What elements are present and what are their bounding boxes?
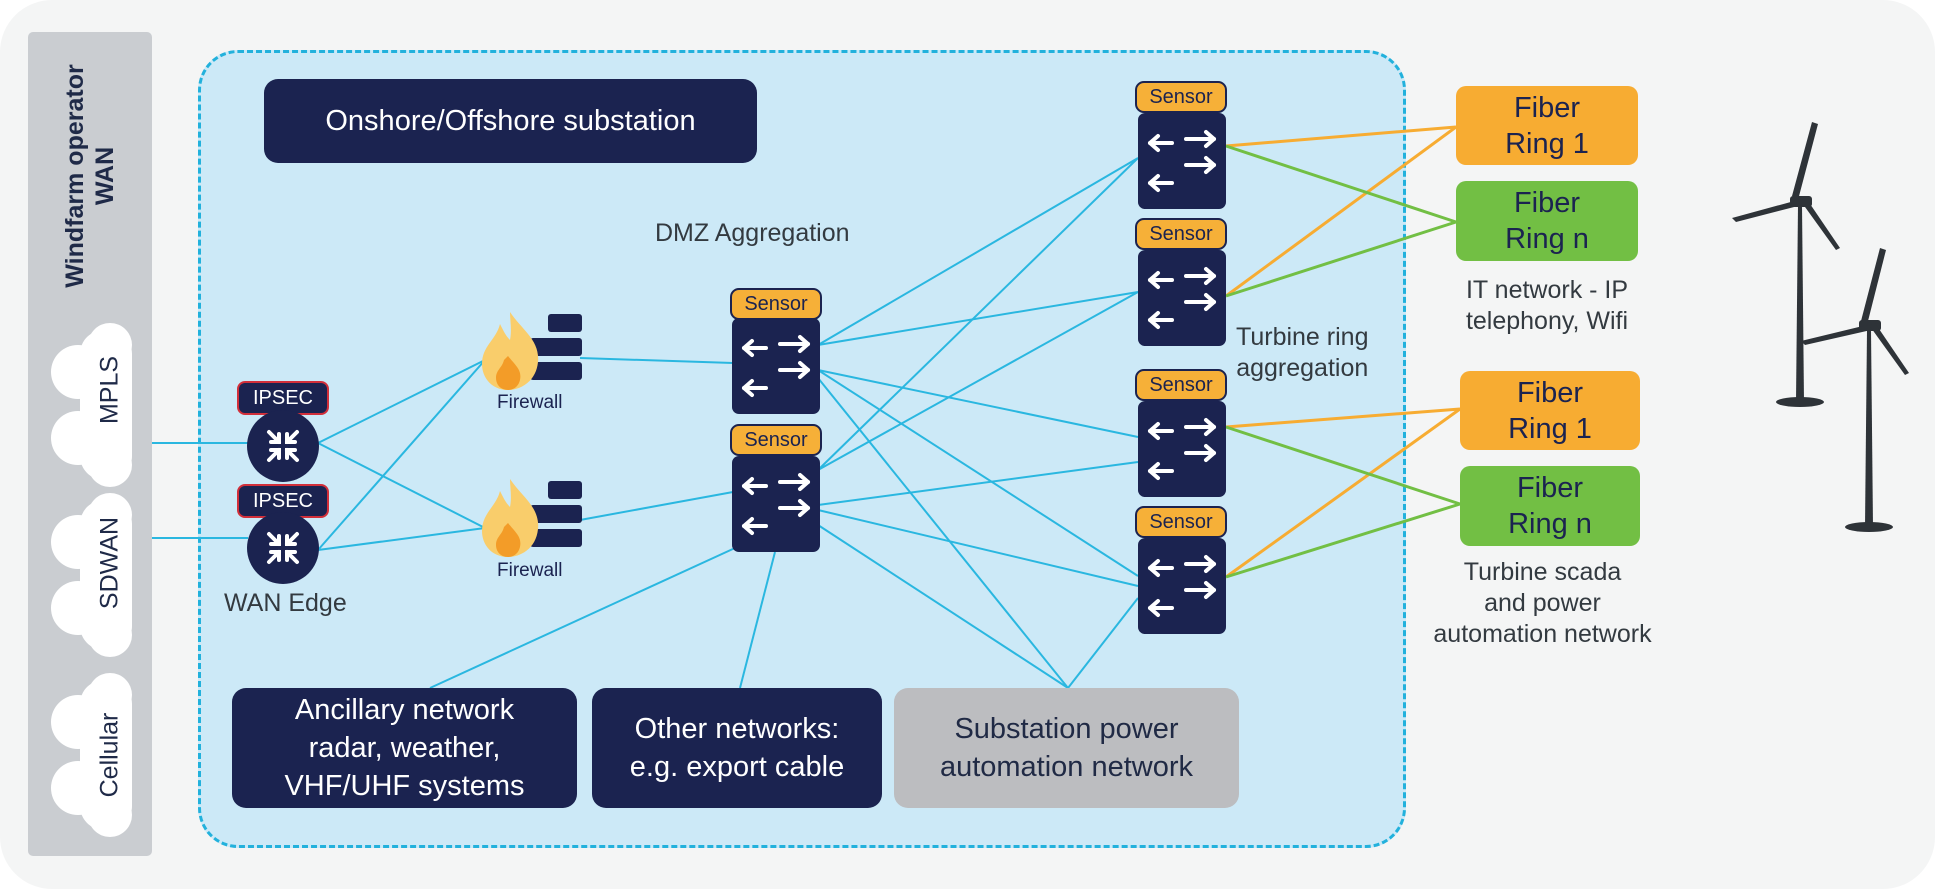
turbine-ring-aggregation-label: Turbine ring aggregation: [1236, 323, 1369, 382]
fiber-ring-1-scada: Fiber Ring 1: [1460, 371, 1640, 450]
switch-icon: [1138, 538, 1226, 634]
cloud-icon-mpls: [51, 323, 132, 487]
firewall-icon: [480, 310, 584, 392]
fiber-ring-n-scada: Fiber Ring n: [1460, 466, 1640, 546]
switch-icon: [732, 318, 820, 414]
firewall-label: Firewall: [497, 560, 563, 581]
fiber-ring-1-it: Fiber Ring 1: [1456, 86, 1638, 165]
switch-icon: [1138, 113, 1226, 209]
sensor-badge: Sensor: [1135, 506, 1227, 538]
fiber-ring-n-it: Fiber Ring n: [1456, 181, 1638, 261]
cloud-icon-sdwan: [51, 493, 132, 657]
scada-caption: Turbine scada and power automation netwo…: [1433, 558, 1652, 648]
substation-power-automation-box: Substation power automation network: [894, 688, 1239, 808]
switch-icon: [732, 456, 820, 552]
router-icon: [247, 410, 319, 482]
substation-title: Onshore/Offshore substation: [264, 79, 757, 163]
sensor-badge: Sensor: [730, 424, 822, 456]
sensor-badge: Sensor: [1135, 369, 1227, 401]
wan-edge-label: WAN Edge: [224, 589, 347, 617]
sensor-badge: Sensor: [1135, 218, 1227, 250]
ancillary-network-box: Ancillary network radar, weather, VHF/UH…: [232, 688, 577, 808]
other-networks-box: Other networks: e.g. export cable: [592, 688, 882, 808]
switch-icon: [1138, 401, 1226, 497]
dmz-aggregation-label: DMZ Aggregation: [655, 219, 850, 247]
it-network-caption: IT network - IP telephony, Wifi: [1465, 276, 1629, 335]
firewall-label: Firewall: [497, 392, 563, 413]
sensor-badge: Sensor: [1135, 81, 1227, 113]
cloud-icon-cellular: [51, 673, 132, 837]
switch-icon: [1138, 250, 1226, 346]
firewall-icon: [480, 477, 584, 559]
router-icon: [247, 512, 319, 584]
